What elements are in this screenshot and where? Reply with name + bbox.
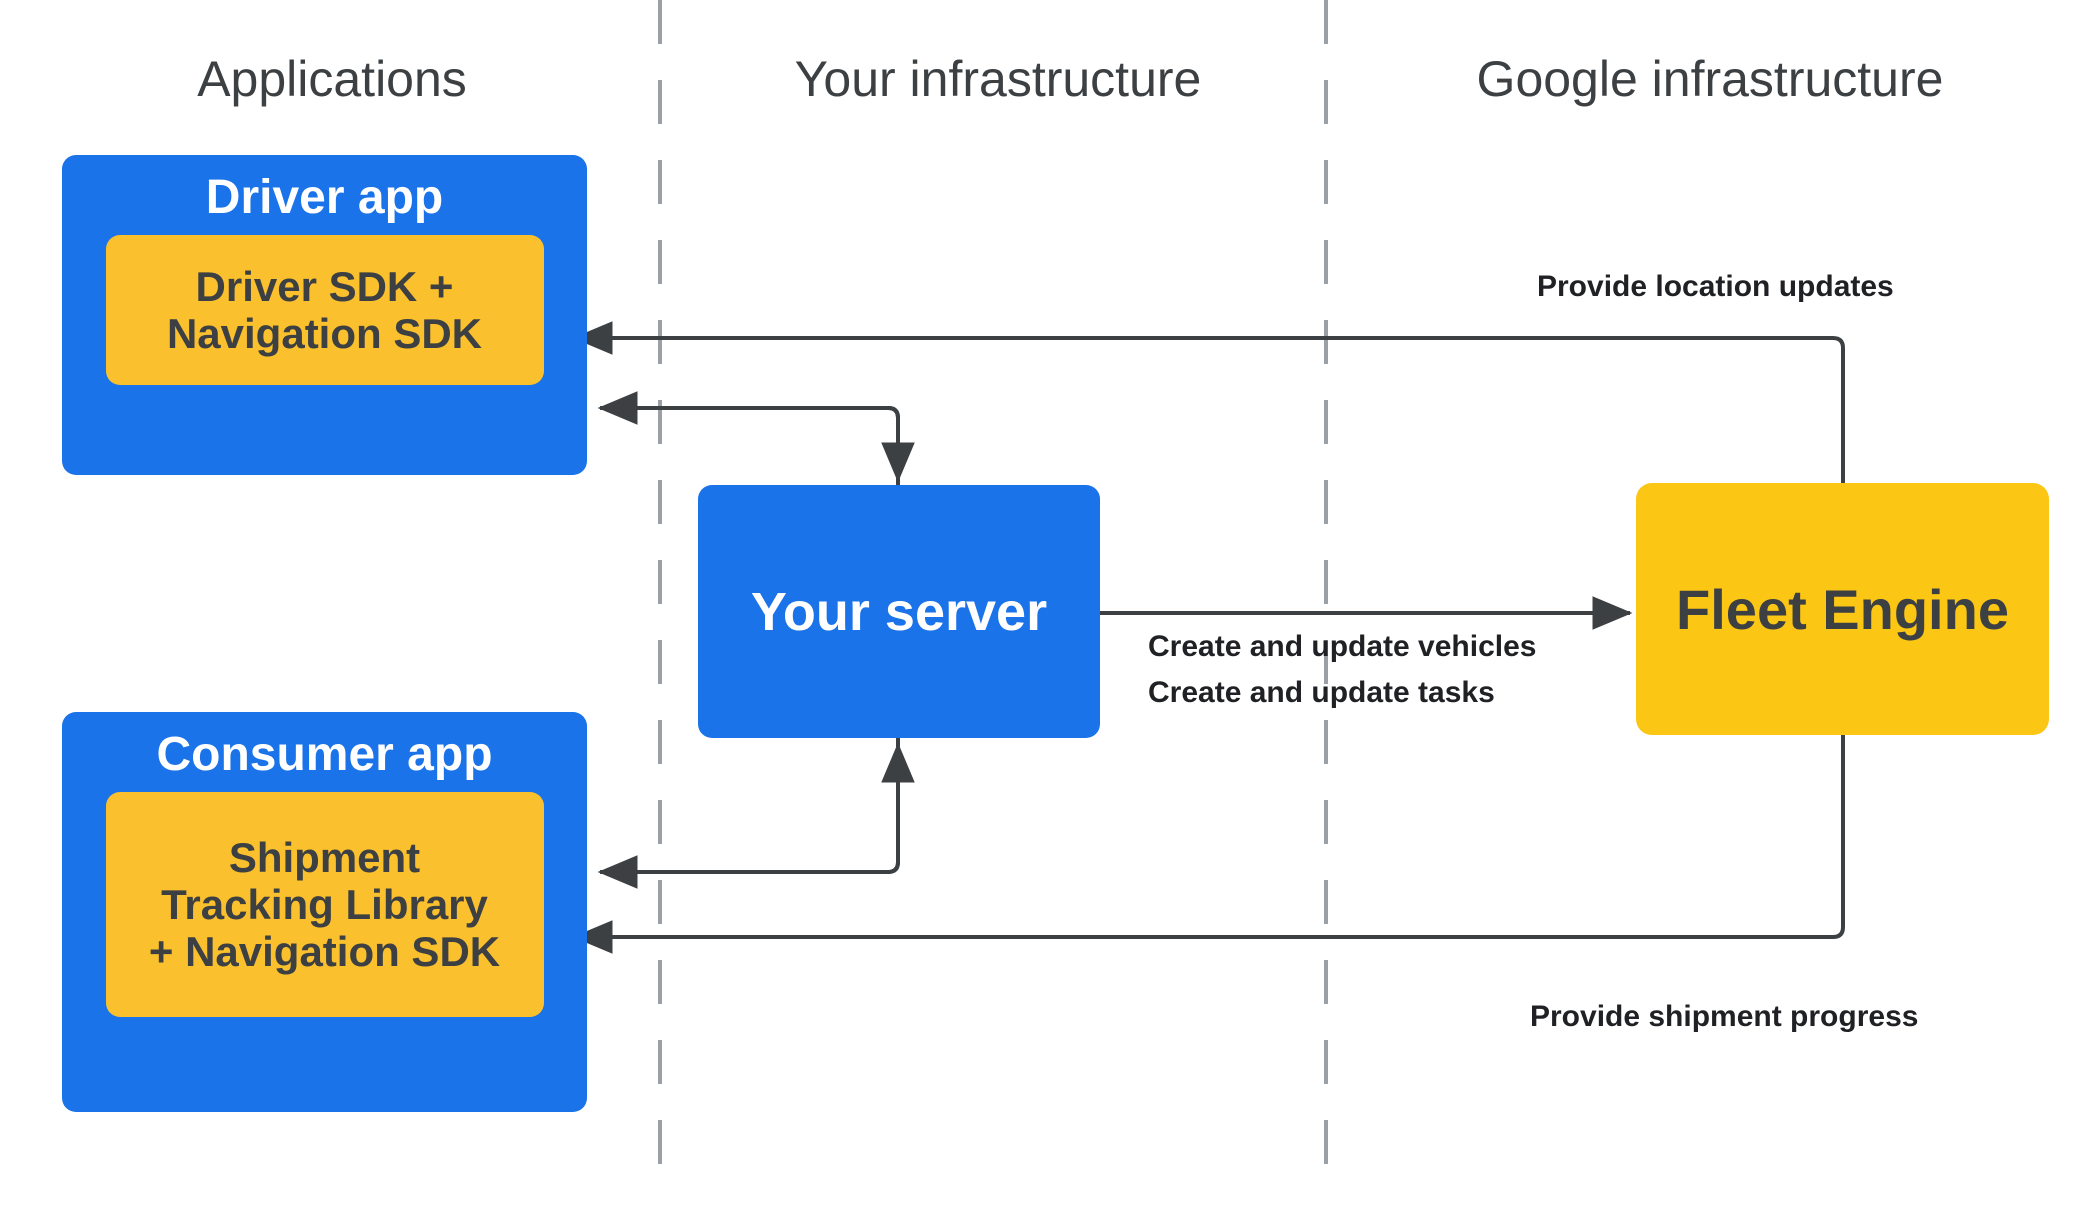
- driver-app-title: Driver app: [205, 171, 444, 224]
- node-your-server[interactable]: Your server: [698, 485, 1100, 738]
- edge-fleet-to-driver-sdk: [572, 321, 1845, 483]
- edge-label-provide-location-updates: Provide location updates: [1537, 270, 1894, 304]
- column-header-your-infrastructure-label: Your infrastructure: [794, 51, 1202, 107]
- driver-sdk-line-1: Driver SDK +: [195, 263, 454, 311]
- column-header-google-infrastructure-label: Google infrastructure: [1476, 51, 1944, 107]
- provide-location-updates-text: Provide location updates: [1537, 270, 1894, 303]
- node-fleet-engine[interactable]: Fleet Engine: [1636, 483, 2049, 735]
- edge-label-create-and-update-vehicles: Create and update vehicles: [1148, 630, 1536, 664]
- edge-server-to-consumer-app: [597, 738, 900, 889]
- node-driver-sdk[interactable]: Driver SDK + Navigation SDK: [105, 235, 544, 386]
- node-consumer-app[interactable]: Consumer app Shipment Tracking Library +…: [62, 712, 587, 1112]
- edge-driver-app-to-server: [600, 406, 915, 483]
- column-header-google-infrastructure: Google infrastructure: [1380, 50, 2040, 108]
- shipment-tracking-line-2: Tracking Library: [161, 881, 488, 929]
- edge-label-create-and-update-tasks: Create and update tasks: [1148, 676, 1495, 710]
- shipment-tracking-line-1: Shipment: [228, 834, 421, 882]
- edge-label-provide-shipment-progress: Provide shipment progress: [1530, 1000, 1918, 1034]
- create-and-update-vehicles-text: Create and update vehicles: [1148, 630, 1537, 663]
- node-driver-app[interactable]: Driver app Driver SDK + Navigation SDK: [62, 155, 587, 475]
- column-header-applications-label: Applications: [197, 51, 467, 107]
- driver-sdk-line-2: Navigation SDK: [166, 310, 483, 358]
- column-header-your-infrastructure: Your infrastructure: [688, 50, 1308, 108]
- provide-shipment-progress-text: Provide shipment progress: [1530, 1000, 1919, 1033]
- edge-consumer-app-to-server: [600, 742, 915, 874]
- node-shipment-tracking-library[interactable]: Shipment Tracking Library + Navigation S…: [105, 792, 544, 1018]
- shipment-tracking-line-3: + Navigation SDK: [148, 928, 501, 976]
- your-server-title: Your server: [750, 581, 1048, 642]
- edge-server-to-driver-app: [597, 391, 900, 485]
- create-and-update-tasks-text: Create and update tasks: [1148, 676, 1495, 709]
- consumer-app-title: Consumer app: [156, 728, 493, 781]
- edge-fleet-to-shipment-tracking: [572, 735, 1845, 954]
- fleet-engine-title: Fleet Engine: [1676, 577, 2009, 641]
- column-header-applications: Applications: [62, 50, 602, 108]
